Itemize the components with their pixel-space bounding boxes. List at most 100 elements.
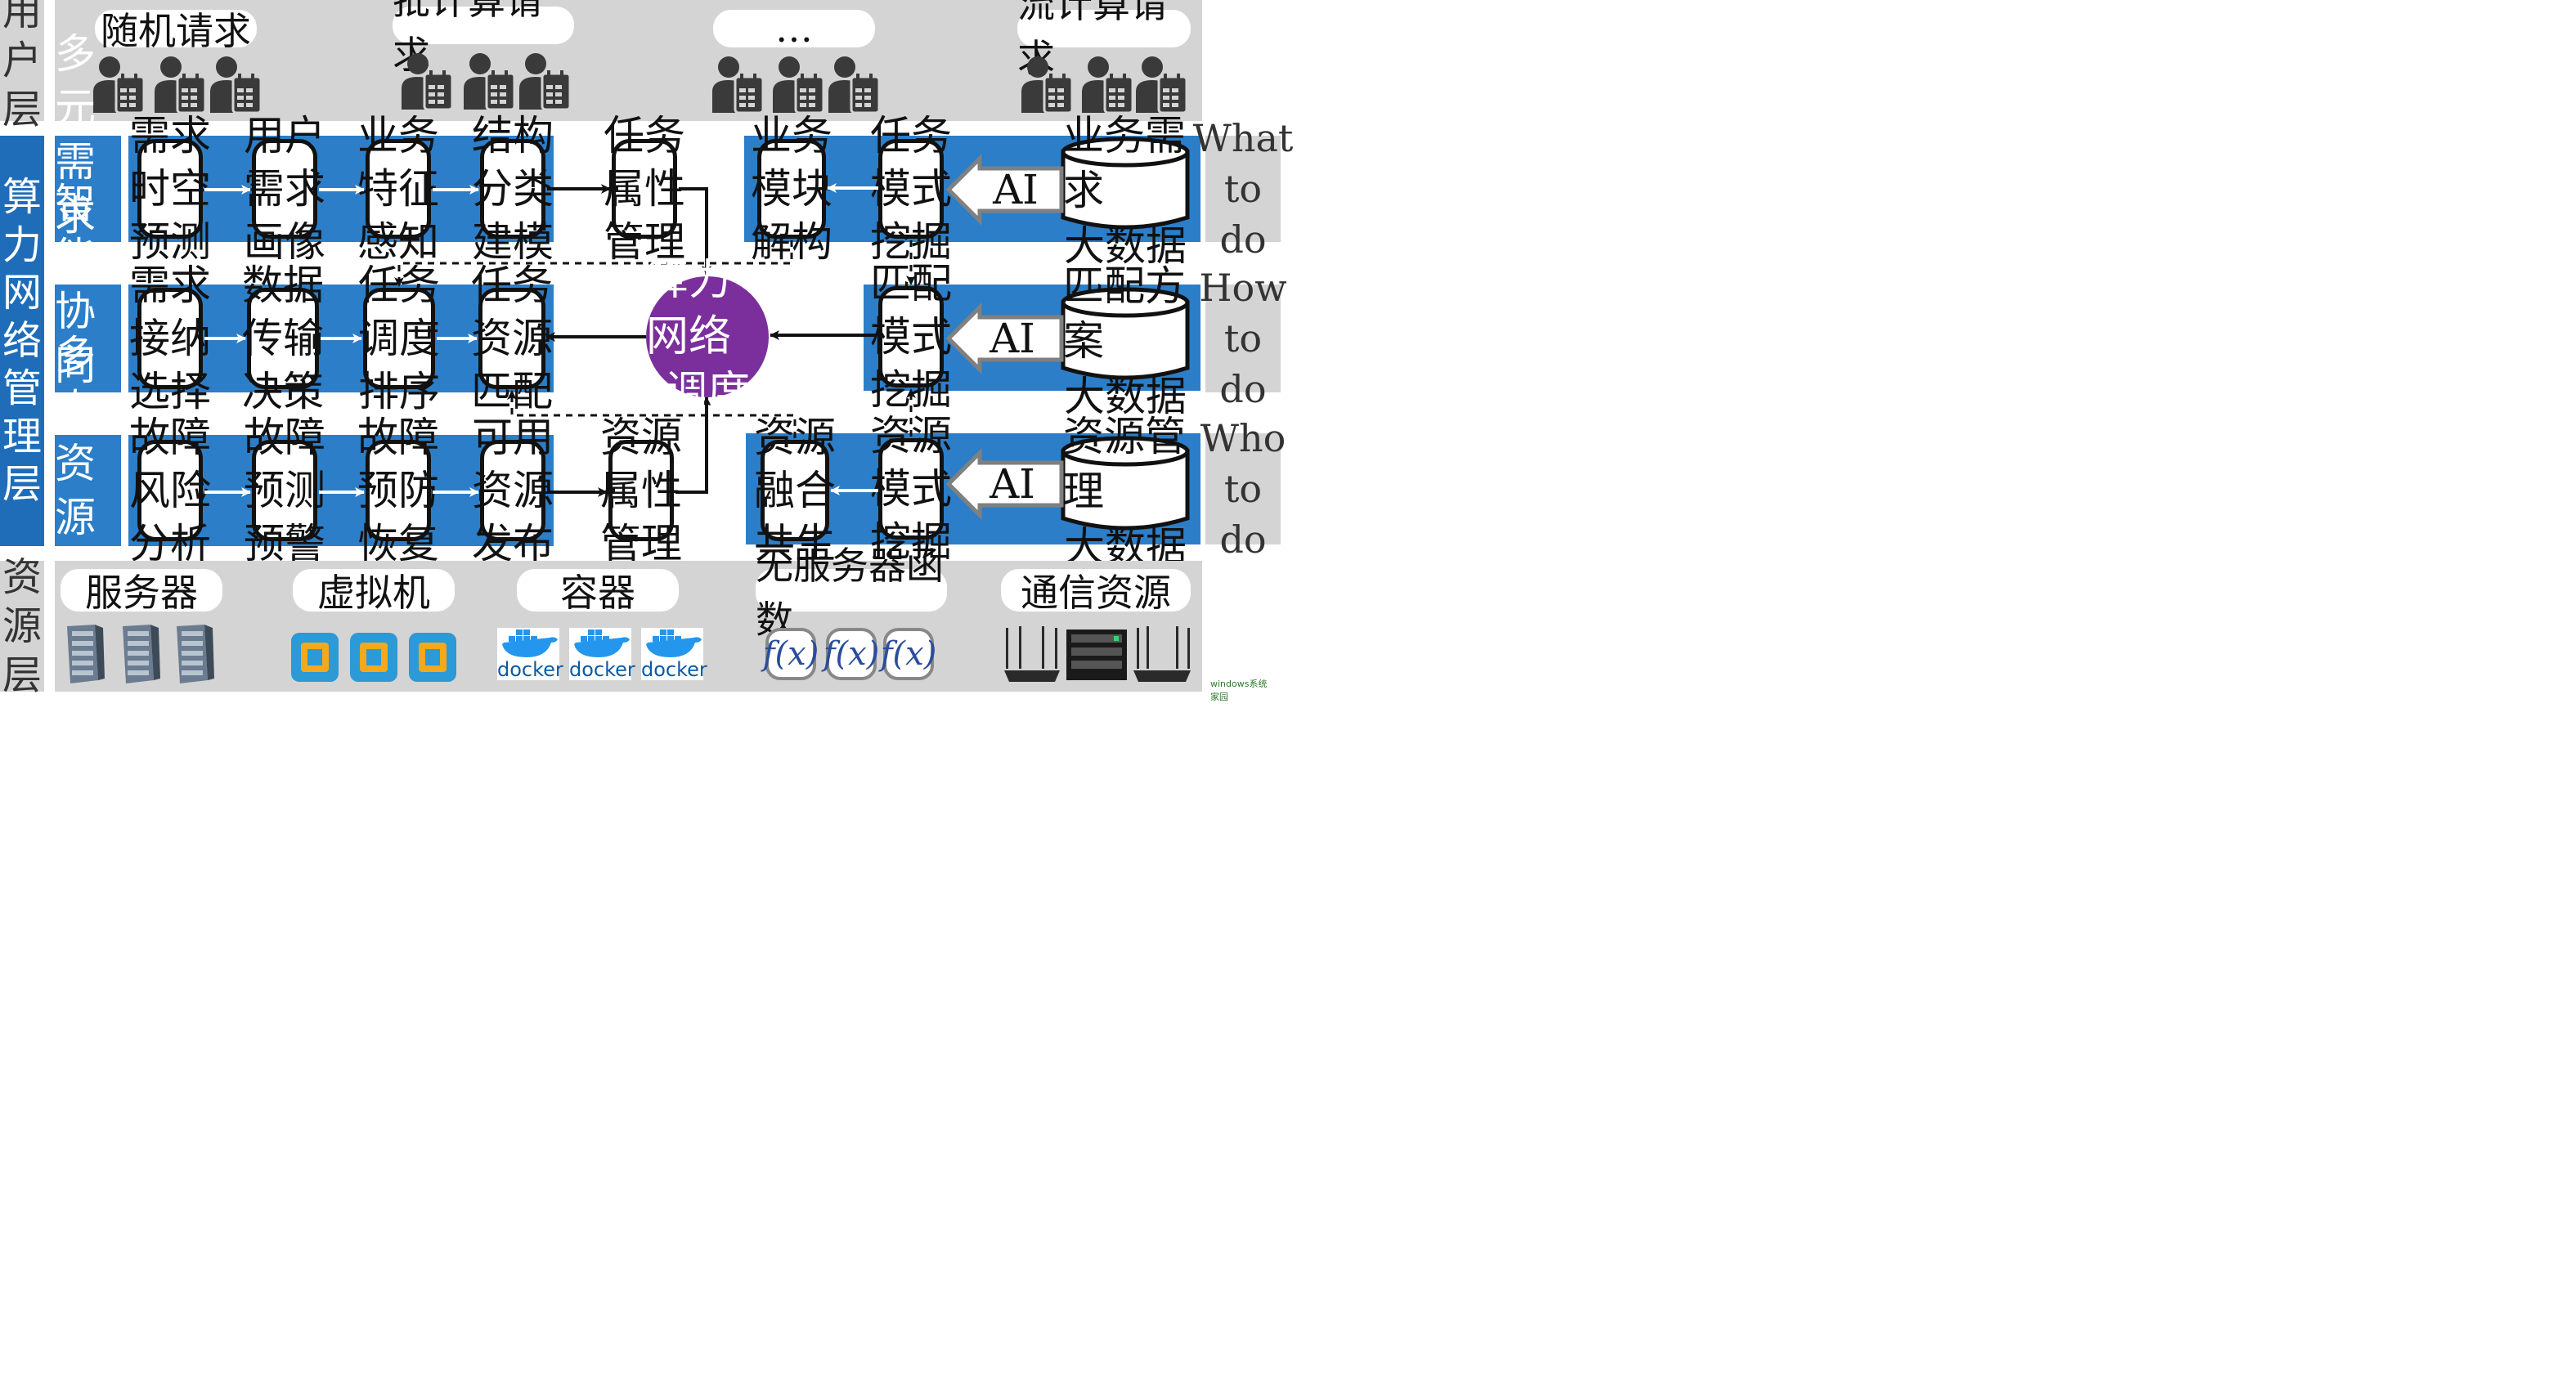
- node-text-line: 匹配方案: [1063, 262, 1186, 365]
- watermark-text: windows系统家园: [1210, 679, 1268, 702]
- node-demand-forecast: 需求时空预测: [129, 112, 211, 266]
- node-fault-recover: 故障预防恢复: [357, 414, 439, 567]
- node-resource-attribute: 资源属性管理: [600, 414, 682, 567]
- center-scheduling-node: 算力网络调度: [646, 256, 769, 417]
- node-text-line: 任务: [471, 261, 553, 309]
- user-layer-char-3: 层: [2, 87, 42, 132]
- virtual-machine-icon: [350, 633, 397, 682]
- node-resource-publish: 可用资源发布: [472, 414, 554, 567]
- node-text-line: 预防: [357, 466, 439, 514]
- function-icon-1: f(x): [763, 628, 819, 680]
- ai-arrow-1: [945, 153, 1064, 226]
- node-text-line: 预测: [129, 217, 211, 266]
- node-text-line: 资源管理: [1063, 412, 1186, 516]
- node-text-line: 融合: [754, 466, 836, 514]
- node-task-attribute: 任务属性管理: [604, 112, 685, 266]
- node-text-line: 任务: [604, 111, 685, 159]
- node-text-line: 需求: [129, 261, 211, 309]
- docker-icon-1: docker: [497, 628, 563, 681]
- node-text-line: 故障: [129, 413, 211, 461]
- mgmt-layer-char: 力: [2, 222, 42, 268]
- request-random: 随机请求: [95, 9, 257, 53]
- docker-whale-icon: [502, 630, 558, 657]
- node-text-line: 挖掘: [870, 518, 952, 566]
- node-text-line: 预警: [244, 519, 325, 567]
- docker-whale-icon: [646, 630, 702, 657]
- node-text-line: 结构: [472, 111, 554, 159]
- node-text-line: 故障: [244, 413, 325, 461]
- node-text-line: 风险: [129, 466, 211, 514]
- node-text-line: 任务: [870, 111, 952, 159]
- node-text-line: 恢复: [357, 519, 439, 567]
- ai-label-3: AI: [990, 460, 1035, 508]
- node-text-line: 可用: [472, 413, 554, 461]
- server-icons: [67, 625, 214, 683]
- node-text-line: 调度: [664, 368, 750, 418]
- node-text-line: 选择: [129, 367, 211, 415]
- router-icon: [1133, 626, 1191, 682]
- node-business-perception: 业务特征感知: [357, 112, 439, 266]
- db-resource-label: 资源管理大数据: [1063, 413, 1187, 571]
- mgmt-layer-char: 管: [2, 365, 42, 412]
- resource-layer-char-1: 资: [2, 554, 42, 600]
- node-demand-accept: 需求接纳选择: [129, 262, 211, 415]
- node-text-line: 资源: [472, 466, 554, 514]
- resource-server-label: 服务器: [61, 569, 222, 615]
- request-ellipsis: …: [713, 7, 875, 51]
- ai-arrow-3: [945, 447, 1064, 521]
- node-text-line: 业务: [357, 111, 439, 159]
- node-text-line: 协同: [55, 288, 96, 389]
- user-layer-label: 用 户 层: [0, 0, 44, 132]
- function-icon-3: f(x): [881, 628, 936, 680]
- node-text-line: 感知: [357, 217, 439, 266]
- database-cylinder-business: [1061, 137, 1190, 230]
- node-text-line: 大数据: [1064, 222, 1187, 270]
- node-text-line: 调度: [358, 314, 440, 362]
- resource-layer-char-3: 层: [2, 652, 42, 698]
- docker-text: docker: [641, 658, 707, 681]
- node-text-line: 算力网络: [646, 256, 732, 361]
- resource-vm-label: 虚拟机: [293, 569, 455, 615]
- user-layer-char-2: 户: [2, 38, 42, 83]
- mgmt-layer-char: 网: [2, 270, 42, 316]
- node-text-line: 模式: [870, 312, 952, 361]
- node-text-line: 需求: [55, 138, 96, 240]
- function-icon-2: f(x): [824, 628, 879, 680]
- docker-text: docker: [497, 658, 563, 681]
- ai-label-1: AI: [993, 166, 1039, 213]
- node-text-line: 预测: [244, 466, 325, 514]
- resource-comm-label: 通信资源: [1001, 569, 1191, 615]
- node-text-line: 需求: [129, 111, 211, 159]
- row-chain-arrows: [204, 183, 878, 497]
- node-text-line: 属性: [600, 466, 682, 514]
- node-text-line: 用户: [244, 111, 325, 159]
- node-text-line: 属性: [604, 164, 685, 213]
- node-fault-predict: 故障预测预警: [244, 414, 325, 567]
- resource-serverless-label: 无服务器函数: [756, 544, 947, 642]
- server-icon: [123, 625, 160, 683]
- node-text-line: 资源: [55, 440, 96, 541]
- node-text-line: 特征: [357, 164, 439, 213]
- node-text-line: 业务: [751, 111, 832, 159]
- virtual-machine-icons: [291, 633, 456, 682]
- node-business-decompose: 业务模块解构: [751, 112, 832, 266]
- node-text-line: 接纳: [129, 314, 211, 362]
- switch-icon: [1066, 630, 1127, 680]
- node-text-line: 排序: [358, 367, 440, 415]
- mgmt-layer-label-bg: [0, 136, 44, 546]
- node-text-line: 传输: [242, 314, 324, 362]
- node-text-line: 画像: [244, 217, 325, 266]
- node-text-line: 智能: [55, 180, 96, 281]
- row1-separator: [121, 136, 128, 242]
- node-user-profile: 用户需求画像: [244, 112, 325, 266]
- row2-separator: [121, 285, 128, 392]
- node-text-line: 管理: [604, 217, 685, 266]
- user-layer-label-bg: [0, 0, 44, 121]
- node-text-line: 管理: [600, 519, 682, 567]
- user-layer-char-1: 用: [2, 0, 42, 34]
- dashed-arrows: [394, 240, 916, 438]
- db-business-label: 业务需求大数据: [1063, 112, 1187, 270]
- node-text-line: 资源: [471, 314, 553, 362]
- mgmt-layer-char: 算: [2, 174, 42, 221]
